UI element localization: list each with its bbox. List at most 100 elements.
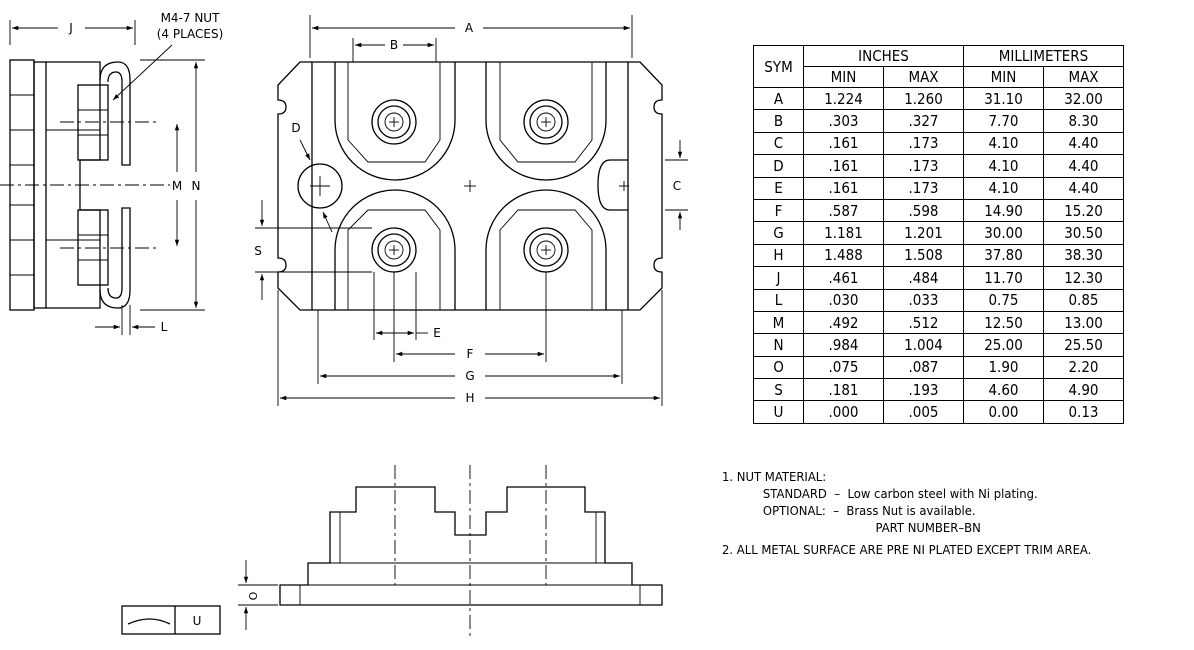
table-cell-in-min: .461	[803, 266, 884, 290]
note-1-title: 1. NUT MATERIAL:	[722, 469, 827, 484]
table-cell-sym: B	[753, 109, 804, 133]
table-cell-in-max: .173	[883, 131, 964, 156]
table-cell-in-min: 1.224	[803, 86, 884, 111]
table-cell-mm-min: 14.90	[963, 198, 1044, 223]
table-cell-in-max: .033	[883, 288, 964, 312]
dim-S-label: S	[254, 244, 262, 258]
dimension-table: SYM INCHES MILLIMETERS MIN MAX MIN MAX A…	[753, 45, 1124, 424]
table-cell-sym: A	[753, 86, 804, 111]
table-cell-in-min: 1.181	[803, 221, 884, 245]
table-cell-in-max: .327	[883, 109, 964, 133]
table-cell-in-max: 1.004	[883, 333, 964, 357]
table-cell-mm-max: 0.85	[1043, 288, 1124, 312]
table-cell-in-min: 1.488	[803, 243, 884, 268]
note-1-standard: STANDARD – Low carbon steel with Ni plat…	[762, 486, 1038, 501]
table-cell-sym: O	[753, 355, 804, 380]
table-cell-in-min: .587	[803, 198, 884, 223]
table-cell-in-min: .492	[803, 310, 884, 335]
inches-min-header: MIN	[803, 66, 884, 88]
note-1-part-number: PART NUMBER–BN	[875, 520, 981, 535]
terminal-top-left	[334, 62, 456, 181]
table-cell-mm-max: 8.30	[1043, 109, 1124, 133]
table-cell-sym: F	[753, 198, 804, 223]
table-cell-in-min: .984	[803, 333, 884, 357]
mm-min-header: MIN	[963, 66, 1044, 88]
table-cell-mm-min: 25.00	[963, 333, 1044, 357]
table-cell-mm-min: 31.10	[963, 86, 1044, 111]
table-cell-sym: G	[753, 221, 804, 245]
side-view: J M4-7 NUT (4 PLACES)	[0, 11, 223, 335]
inches-max-header: MAX	[883, 66, 964, 88]
table-cell-mm-min: 0.00	[963, 400, 1044, 424]
dim-G-label: G	[465, 369, 474, 383]
table-cell-mm-min: 4.10	[963, 176, 1044, 200]
dim-M-label: M	[172, 179, 182, 193]
nut-callout-label: M4-7 NUT	[161, 11, 221, 25]
terminal-bottom-left	[334, 189, 456, 310]
table-cell-mm-max: 25.50	[1043, 333, 1124, 357]
inches-header: INCHES	[803, 45, 964, 67]
table-cell-mm-min: 11.70	[963, 266, 1044, 290]
table-cell-sym: N	[753, 333, 804, 357]
table-cell-mm-max: 13.00	[1043, 310, 1124, 335]
table-cell-in-min: .303	[803, 109, 884, 133]
table-cell-mm-min: 0.75	[963, 288, 1044, 312]
dim-B-label: B	[390, 38, 398, 52]
table-cell-in-max: 1.201	[883, 221, 964, 245]
dim-L-label: L	[161, 320, 168, 334]
table-cell-in-max: .173	[883, 176, 964, 200]
table-cell-sym: D	[753, 154, 804, 178]
notes: 1. NUT MATERIAL: STANDARD – Low carbon s…	[722, 468, 1091, 558]
table-cell-sym: M	[753, 310, 804, 335]
table-cell-mm-max: 4.40	[1043, 176, 1124, 200]
table-cell-in-min: .161	[803, 154, 884, 178]
terminal-bottom-right	[485, 189, 607, 310]
table-cell-mm-max: 0.13	[1043, 400, 1124, 424]
table-cell-mm-min: 12.50	[963, 310, 1044, 335]
table-cell-mm-min: 1.90	[963, 355, 1044, 380]
table-cell-mm-min: 4.10	[963, 131, 1044, 156]
table-cell-mm-min: 7.70	[963, 109, 1044, 133]
table-cell-sym: H	[753, 243, 804, 268]
note-1-optional: OPTIONAL: – Brass Nut is available.	[762, 503, 976, 518]
table-cell-in-max: .173	[883, 154, 964, 178]
table-cell-in-max: .005	[883, 400, 964, 424]
table-cell-in-min: .000	[803, 400, 884, 424]
front-view: O U	[121, 465, 663, 640]
table-cell-mm-max: 30.50	[1043, 221, 1124, 245]
dim-A-label: A	[465, 21, 474, 35]
table-cell-mm-max: 38.30	[1043, 243, 1124, 268]
dim-E-label: E	[433, 326, 441, 340]
table-cell-in-max: .087	[883, 355, 964, 380]
table-cell-mm-min: 30.00	[963, 221, 1044, 245]
table-cell-in-min: .161	[803, 176, 884, 200]
table-cell-sym: C	[753, 131, 804, 156]
table-cell-sym: E	[753, 176, 804, 200]
dim-O-label: O	[247, 591, 260, 600]
table-cell-mm-max: 4.40	[1043, 154, 1124, 178]
table-cell-in-min: .075	[803, 355, 884, 380]
table-cell-mm-min: 4.60	[963, 378, 1044, 402]
nut-places-label: (4 PLACES)	[157, 27, 224, 41]
table-cell-in-max: .484	[883, 266, 964, 290]
terminal-top-right	[485, 62, 607, 181]
dim-J-label: J	[68, 21, 73, 35]
table-cell-mm-max: 12.30	[1043, 266, 1124, 290]
millimeters-header: MILLIMETERS	[963, 45, 1124, 67]
table-cell-in-max: .512	[883, 310, 964, 335]
sym-header: SYM	[753, 45, 804, 88]
dim-U-label: U	[193, 614, 202, 628]
table-cell-sym: U	[753, 400, 804, 424]
